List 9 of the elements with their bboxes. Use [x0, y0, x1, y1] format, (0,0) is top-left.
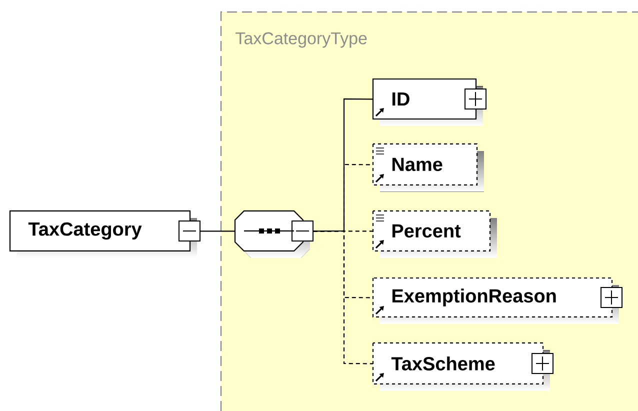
element-box: ID — [372, 78, 483, 126]
element-box: Percent — [372, 210, 497, 258]
element-box: ExemptionReason — [372, 277, 619, 324]
element-box: TaxScheme — [372, 342, 550, 391]
connector-line — [200, 230, 235, 232]
element-box: Name — [372, 143, 484, 192]
element-box: TaxCategory — [9, 210, 200, 258]
sequence-compositor — [234, 210, 314, 258]
connector-line — [313, 230, 373, 364]
